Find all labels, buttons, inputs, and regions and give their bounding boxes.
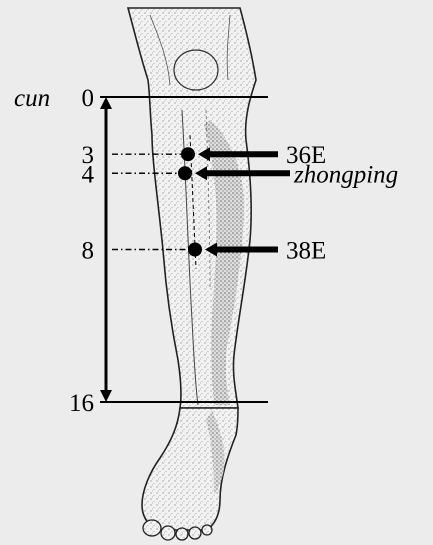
scale-tick-label: 16 [69, 390, 94, 417]
knee-cap [174, 50, 218, 90]
unit-label: cun [14, 85, 50, 112]
scale-tick-label: 4 [82, 161, 95, 188]
acupoint-label: 38E [286, 238, 326, 265]
leg-illustration [128, 8, 256, 540]
scale-arrow-head-bottom [100, 390, 112, 402]
acupoint-dot [181, 147, 195, 161]
scale-tick-label: 8 [82, 238, 95, 265]
acupoint-label: zhongping [293, 161, 398, 188]
scale-arrow-head-top [100, 97, 112, 109]
acupoint-dot [178, 166, 192, 180]
scale-tick-label: 0 [82, 85, 95, 112]
